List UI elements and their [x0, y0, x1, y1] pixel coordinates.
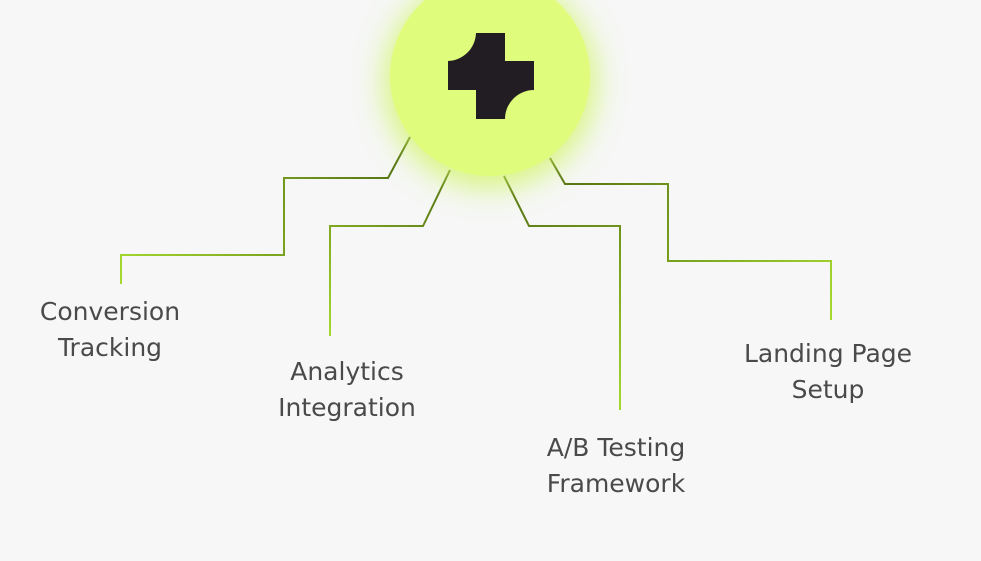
label-analytics-integration: Analytics Integration [278, 354, 416, 426]
label-line: Tracking [57, 333, 163, 362]
brand-cross-logo-icon [448, 33, 534, 119]
label-line: Framework [546, 469, 686, 498]
label-line: Setup [791, 375, 865, 404]
label-line: Landing Page [743, 339, 913, 368]
label-line: Conversion [39, 297, 181, 326]
connector-landing-page-setup [549, 157, 832, 320]
label-conversion-tracking: Conversion Tracking [40, 294, 180, 366]
label-line: A/B Testing [546, 433, 686, 462]
label-landing-page-setup: Landing Page Setup [744, 336, 912, 408]
connector-analytics-integration [329, 169, 451, 336]
label-ab-testing-framework: A/B Testing Framework [547, 430, 686, 502]
connector-ab-testing-framework [503, 175, 621, 410]
label-line: Integration [278, 393, 416, 422]
connector-conversion-tracking [120, 136, 411, 284]
label-line: Analytics [290, 357, 404, 386]
